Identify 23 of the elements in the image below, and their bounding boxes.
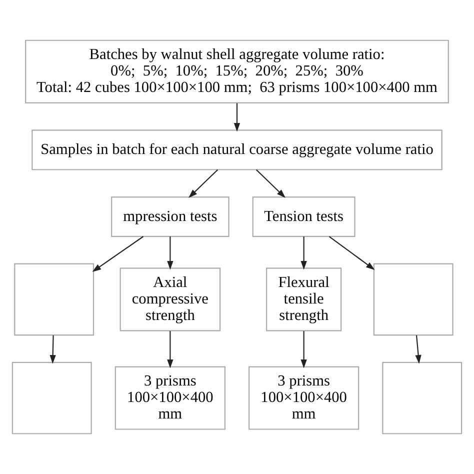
arrow: [188, 169, 218, 198]
node-box: 3 prisms 100×100×400 mm: [248, 366, 360, 430]
node-box: [12, 362, 92, 434]
arrow: [300, 236, 307, 270]
node-box: [14, 263, 94, 336]
arrow: [415, 335, 422, 364]
arrow: [256, 169, 286, 198]
arrow: [167, 236, 174, 270]
node-box: Flexural tensile strength: [266, 268, 342, 332]
node-box: Batches by walnut shell aggregate volume ratio: 0%; 5%; 10%; 15%; 20%; 25%; 30% Total: 42 cubes 100×100×100 mm; 63 prisms 100×100×400 mm: [25, 40, 449, 104]
arrow: [300, 331, 307, 368]
node-box: mpression tests: [111, 196, 230, 237]
node-box: 3 prisms 100×100×400 mm: [114, 366, 226, 430]
arrow: [92, 236, 144, 272]
node-box: Tension tests: [252, 196, 356, 237]
arrow: [234, 103, 240, 132]
arrow: [167, 331, 174, 368]
arrow: [50, 335, 56, 364]
node-box: Axial compressive strength: [120, 268, 221, 332]
node-box: [373, 263, 454, 336]
node-box: Samples in batch for each natural coarse aggregate volume ratio: [32, 130, 442, 170]
node-box: [382, 362, 462, 434]
arrow: [328, 236, 375, 270]
